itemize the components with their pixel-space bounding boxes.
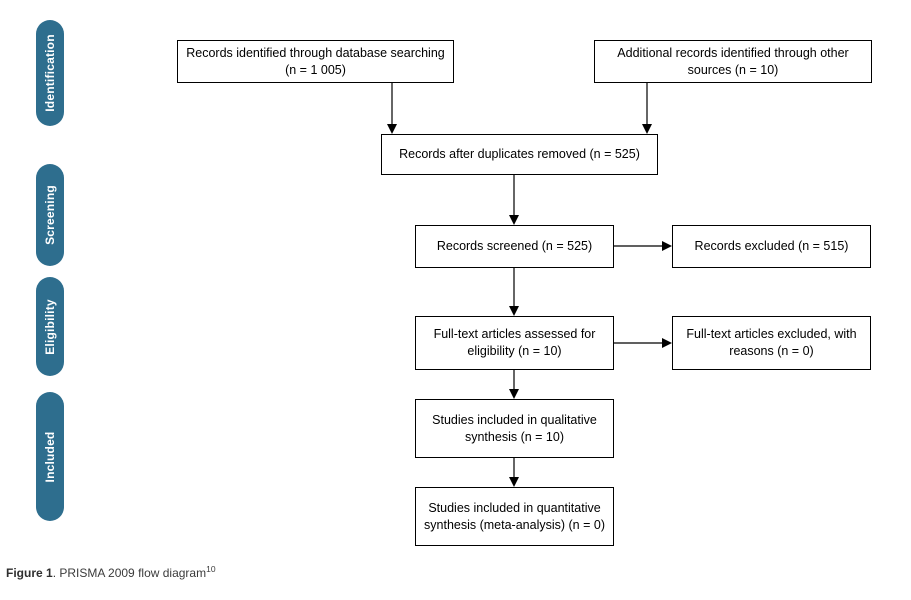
arrowhead-fulltext-to-ft-excluded	[662, 338, 672, 348]
stage-rail: Identification Screening Eligibility Inc…	[0, 0, 80, 545]
box-records-after-duplicates-removed: Records after duplicates removed (n = 52…	[381, 134, 658, 175]
box-studies-quantitative-synthesis: Studies included in quantitative synthes…	[415, 487, 614, 546]
stage-tab-eligibility: Eligibility	[36, 277, 64, 376]
box-records-identified-database: Records identified through database sear…	[177, 40, 454, 83]
box-additional-records-other-sources-text: Additional records identified through ot…	[617, 45, 849, 77]
stage-tab-identification: Identification	[36, 20, 64, 126]
stage-tab-included-label: Included	[43, 431, 57, 482]
figure-caption-label: Figure 1	[6, 566, 53, 580]
box-records-excluded: Records excluded (n = 515)	[672, 225, 871, 268]
box-fulltext-articles-excluded-text: Full-text articles excluded, with reason…	[686, 327, 857, 358]
box-studies-quantitative-synthesis-text: Studies included in quantitative synthes…	[424, 500, 605, 532]
box-studies-qualitative-synthesis: Studies included in qualitative synthesi…	[415, 399, 614, 458]
box-fulltext-articles-excluded: Full-text articles excluded, with reason…	[672, 316, 871, 370]
arrowhead-other-src-to-dedup	[642, 124, 652, 134]
stage-tab-eligibility-label: Eligibility	[43, 298, 57, 355]
box-fulltext-articles-assessed-text: Full-text articles assessed for eligibil…	[433, 327, 596, 358]
stage-tab-included: Included	[36, 392, 64, 521]
stage-tab-identification-label: Identification	[43, 34, 57, 112]
box-records-identified-database-text: Records identified through database sear…	[186, 45, 445, 77]
stage-tab-screening: Screening	[36, 164, 64, 266]
figure-caption-text: . PRISMA 2009 flow diagram	[52, 566, 207, 580]
figure-caption-superscript: 10	[206, 564, 216, 574]
arrowhead-screened-to-fulltext	[509, 306, 519, 316]
box-records-screened-text: Records screened (n = 525)	[436, 239, 593, 254]
box-records-excluded-text: Records excluded (n = 515)	[694, 239, 849, 254]
box-additional-records-other-sources: Additional records identified through ot…	[594, 40, 872, 83]
stage-tab-screening-label: Screening	[43, 185, 57, 245]
box-records-after-duplicates-removed-text: Records after duplicates removed (n = 52…	[399, 147, 640, 162]
box-fulltext-articles-assessed: Full-text articles assessed for eligibil…	[415, 316, 614, 370]
arrowhead-screened-to-excluded	[662, 241, 672, 251]
arrowhead-qualitative-to-quantitative	[509, 477, 519, 487]
arrowhead-db-search-to-dedup	[387, 124, 397, 134]
arrowhead-dedup-to-screened	[509, 215, 519, 225]
figure-caption: Figure 1. PRISMA 2009 flow diagram10	[6, 564, 216, 582]
box-studies-qualitative-synthesis-text: Studies included in qualitative synthesi…	[432, 412, 597, 444]
arrowhead-fulltext-to-qualitative	[509, 389, 519, 399]
box-records-screened: Records screened (n = 525)	[415, 225, 614, 268]
